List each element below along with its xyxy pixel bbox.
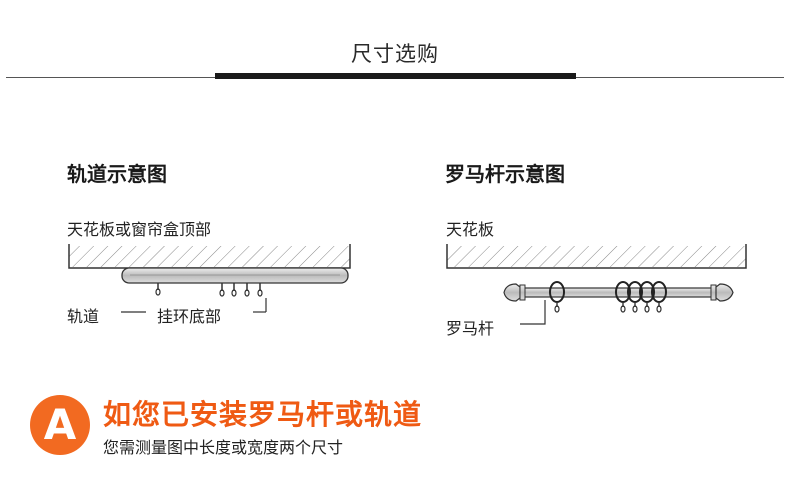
rod-diagram-title: 罗马杆示意图 bbox=[445, 162, 565, 186]
hook-base-label: 挂环底部 bbox=[157, 307, 222, 326]
page-title: 尺寸选购 bbox=[351, 42, 439, 66]
rod-label-leader bbox=[520, 300, 546, 325]
track-label: 轨道 bbox=[67, 307, 100, 326]
track-end-hook bbox=[155, 283, 161, 296]
rod-ceiling-label: 天花板 bbox=[446, 220, 495, 239]
notice-headline: 如您已安装罗马杆或轨道 bbox=[103, 398, 423, 431]
track-ceiling-label: 天花板或窗帘盒顶部 bbox=[67, 220, 212, 239]
step-badge: A bbox=[30, 395, 90, 455]
notice-subline: 您需测量图中长度或宽度两个尺寸 bbox=[103, 438, 344, 457]
rod-ceiling-box bbox=[446, 244, 747, 269]
track-ceiling-box bbox=[68, 244, 351, 269]
rod-rings bbox=[549, 281, 667, 313]
track-diagram-title: 轨道示意图 bbox=[67, 162, 167, 186]
rod-bar bbox=[503, 283, 734, 302]
rod-label: 罗马杆 bbox=[446, 319, 495, 338]
header-divider-highlight bbox=[215, 73, 576, 79]
track-bar bbox=[121, 267, 349, 284]
track-hooks bbox=[219, 283, 263, 297]
